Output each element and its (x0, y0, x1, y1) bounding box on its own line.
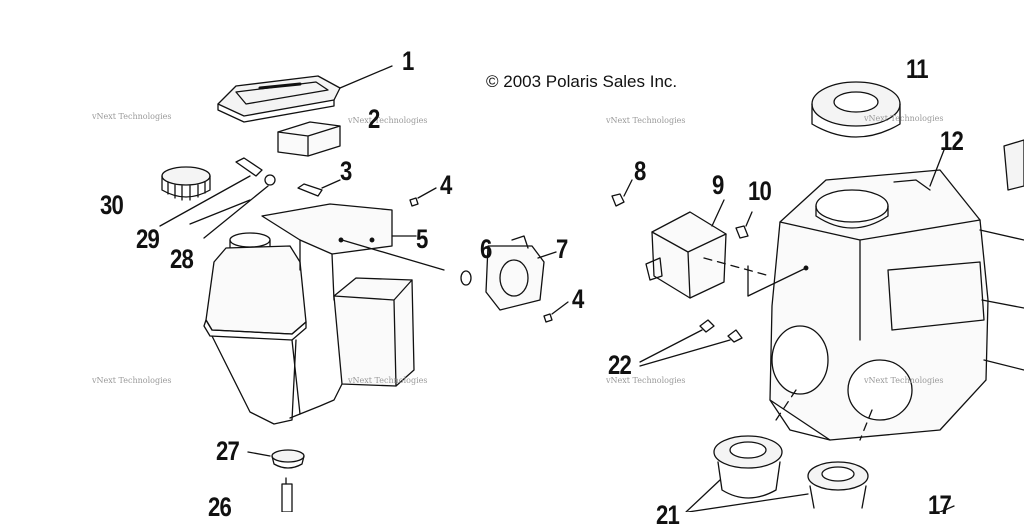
watermark: vNext Technologies (864, 114, 944, 123)
callout-29: 29 (136, 224, 160, 254)
reservoir-tank (204, 204, 444, 424)
part-11-ring (812, 82, 900, 137)
callout-10: 10 (748, 176, 772, 206)
callout-11: 11 (906, 54, 929, 84)
part-8-9-10 (612, 180, 770, 298)
callout-8: 8 (634, 156, 646, 186)
callout-3: 3 (340, 156, 352, 186)
callout-30: 30 (100, 190, 124, 220)
part-6-7-fitting (461, 236, 556, 310)
airbox-housing (748, 140, 1024, 440)
callout-7: 7 (556, 234, 568, 264)
callout-17: 17 (928, 490, 952, 520)
parts-diagram (0, 0, 1024, 512)
callout-5: 5 (416, 224, 428, 254)
part-30-cap (162, 167, 210, 200)
part-2-block (278, 122, 340, 156)
watermark: vNext Technologies (92, 112, 172, 121)
part-29-28-hardware (160, 158, 275, 238)
watermark: vNext Technologies (348, 116, 428, 125)
callout-1: 1 (402, 46, 414, 76)
watermark: vNext Technologies (606, 376, 686, 385)
callout-26: 26 (208, 492, 232, 522)
watermark: vNext Technologies (92, 376, 172, 385)
callout-2: 2 (368, 104, 380, 134)
part-1-cover (218, 66, 392, 122)
part-27-26 (248, 450, 304, 512)
part-3-4-hardware (298, 180, 568, 322)
callout-22: 22 (608, 350, 632, 380)
copyright-notice: © 2003 Polaris Sales Inc. (486, 72, 678, 91)
callout-9: 9 (712, 170, 724, 200)
callout-21: 21 (656, 500, 680, 530)
watermark: vNext Technologies (864, 376, 944, 385)
watermark: vNext Technologies (348, 376, 428, 385)
callout-12: 12 (940, 126, 964, 156)
part-17-leader (940, 506, 954, 512)
part-22-screws (640, 320, 742, 366)
callout-28: 28 (170, 244, 194, 274)
callout-6: 6 (480, 234, 492, 264)
watermark: vNext Technologies (606, 116, 686, 125)
callout-27: 27 (216, 436, 240, 466)
callout-4b: 4 (572, 284, 584, 314)
diagram-drawing (0, 0, 1024, 512)
part-21-boots (686, 436, 868, 512)
callout-4: 4 (440, 170, 452, 200)
